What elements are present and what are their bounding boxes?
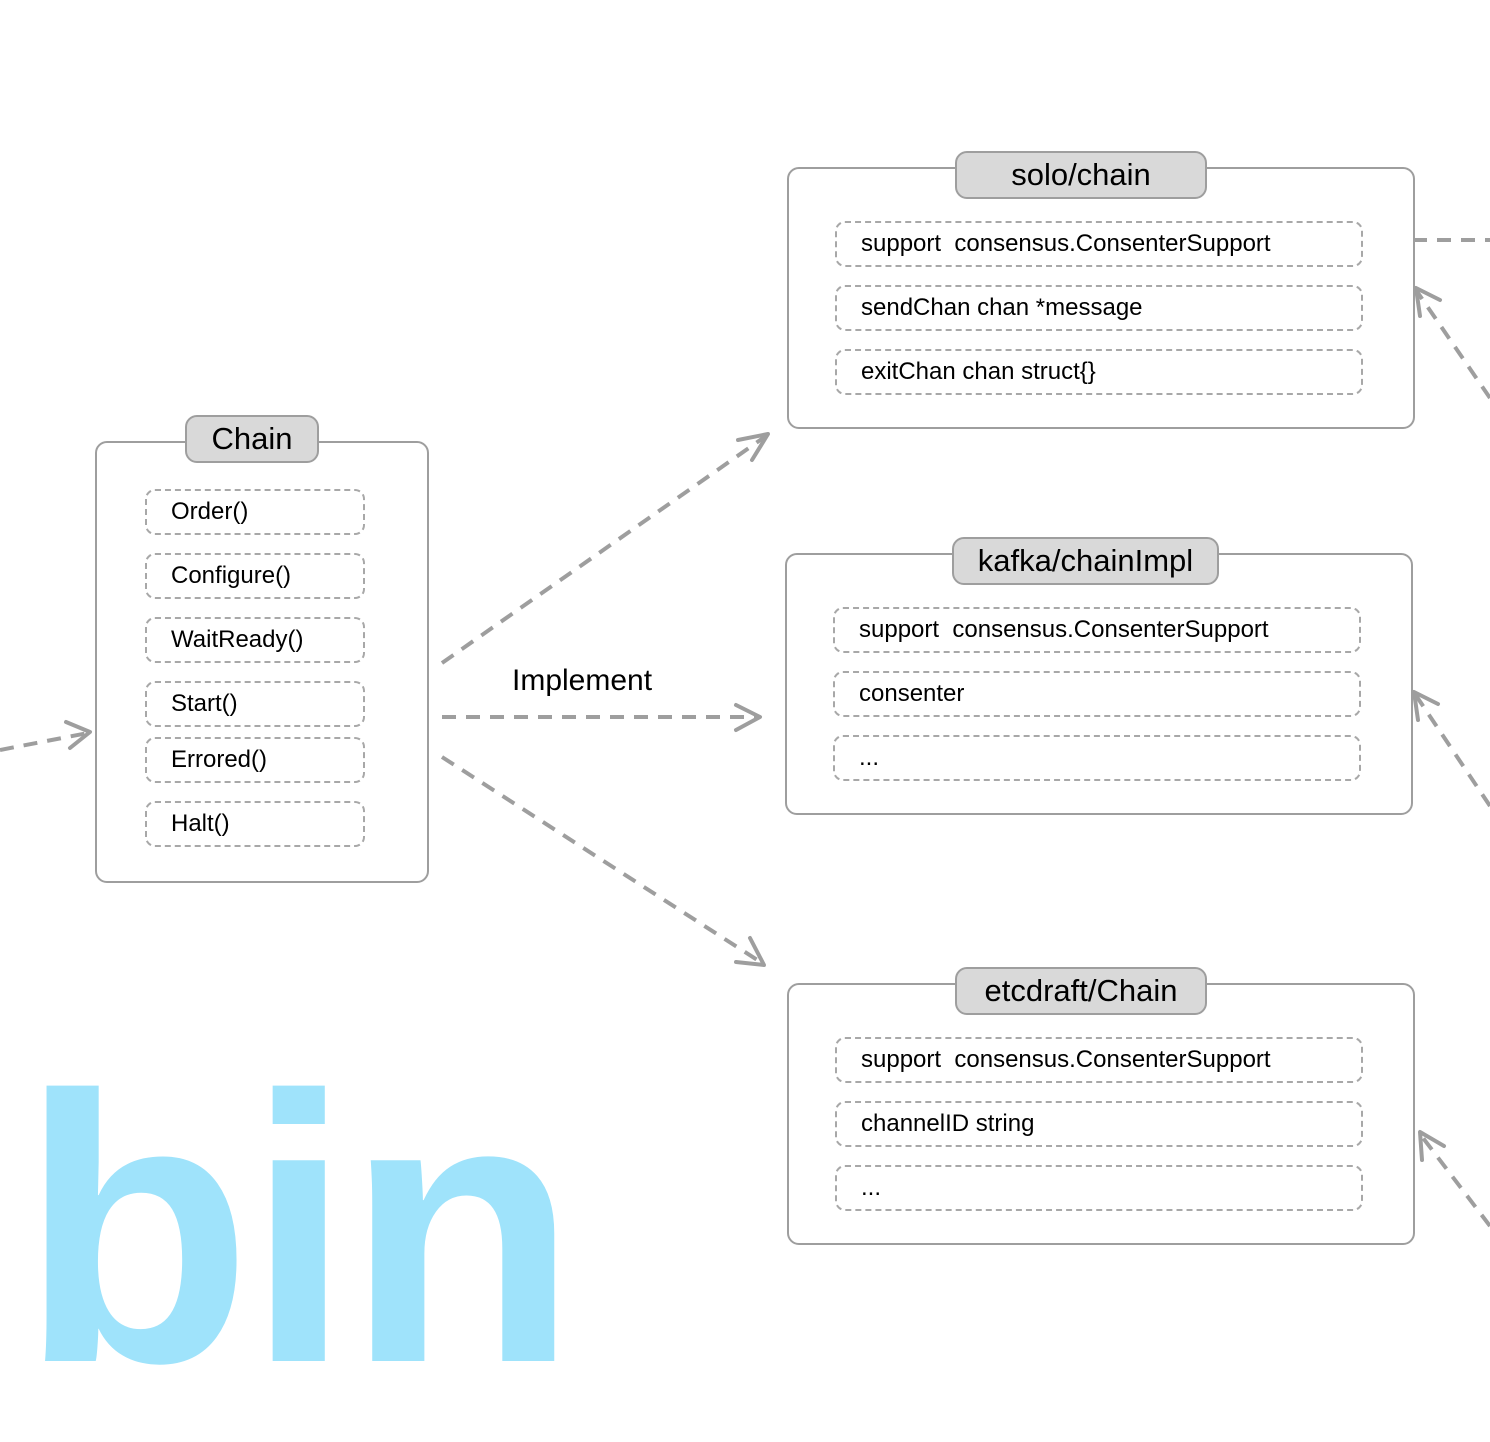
solo-field-sendchan: sendChan chan *message [835, 285, 1363, 331]
kafka-chainimpl-box [785, 553, 1413, 815]
chain-interface-title: Chain [185, 415, 319, 463]
connector-layer [0, 238, 1490, 1228]
etcdraft-field-ellipsis: ... [835, 1165, 1363, 1211]
implement-label: Implement [512, 664, 653, 697]
method-start: Start() [145, 681, 365, 727]
incoming-left-arrowhead [64, 720, 92, 750]
implement-arrowhead-kafka [734, 703, 762, 732]
etcdraft-chain-title: etcdraft/Chain [955, 967, 1207, 1015]
right-arrowhead-etcdraft [1418, 1130, 1446, 1162]
incoming-left-arrow-line [0, 731, 89, 752]
solo-chain-box [787, 167, 1415, 429]
method-configure: Configure() [145, 553, 365, 599]
method-order: Order() [145, 489, 365, 535]
method-waitready: WaitReady() [145, 617, 365, 663]
implement-arrowhead-solo [736, 432, 770, 462]
method-halt: Halt() [145, 801, 365, 847]
kafka-field-consenter: consenter [833, 671, 1361, 717]
etcdraft-chain-box [787, 983, 1415, 1245]
right-incoming-line-etcdraft [1418, 1132, 1490, 1228]
etcdraft-field-channelid: channelID string [835, 1101, 1363, 1147]
implement-arrowhead-etcdraft [734, 936, 766, 967]
right-incoming-line-solo [1414, 288, 1490, 400]
solo-field-support: support consensus.ConsenterSupport [835, 221, 1363, 267]
method-errored: Errored() [145, 737, 365, 783]
right-arrowhead-solo [1414, 286, 1442, 318]
implement-arrow-line-etcdraft [440, 755, 764, 965]
implement-arrow-line-solo [440, 434, 768, 665]
kafka-field-support: support consensus.ConsenterSupport [833, 607, 1361, 653]
kafka-chainimpl-title: kafka/chainImpl [952, 537, 1219, 585]
solo-field-exitchan: exitChan chan struct{} [835, 349, 1363, 395]
kafka-field-ellipsis: ... [833, 735, 1361, 781]
right-arrowhead-kafka [1412, 690, 1440, 722]
right-incoming-line-kafka [1413, 692, 1490, 808]
solo-chain-title: solo/chain [955, 151, 1207, 199]
etcdraft-field-support: support consensus.ConsenterSupport [835, 1037, 1363, 1083]
